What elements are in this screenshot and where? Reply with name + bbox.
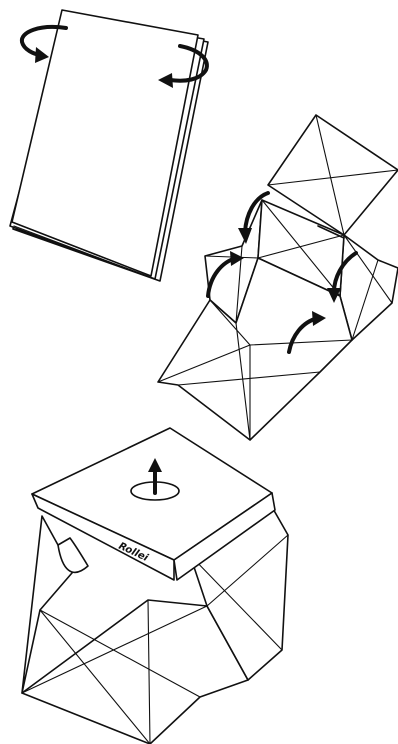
step-1-folded-panels	[10, 10, 208, 281]
step-3-assembled-light-box: Rollei	[22, 428, 288, 744]
step-2-unfolding-box	[158, 115, 398, 440]
